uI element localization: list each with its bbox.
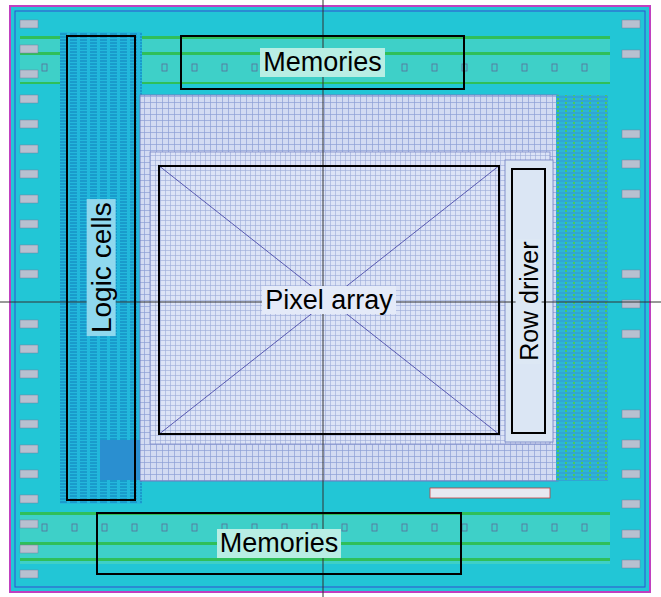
layout-block: Logic cells bbox=[66, 35, 136, 501]
layout-block: Pixel array bbox=[158, 165, 500, 435]
layout-block: Memories bbox=[96, 512, 462, 575]
block-label: Memories bbox=[260, 48, 385, 76]
block-label: Memories bbox=[217, 529, 342, 557]
block-label: Row driver bbox=[515, 238, 541, 363]
block-label: Logic cells bbox=[86, 200, 115, 337]
layout-block: Memories bbox=[180, 35, 465, 90]
layout-block: Row driver bbox=[511, 168, 546, 434]
block-label: Pixel array bbox=[262, 286, 396, 314]
